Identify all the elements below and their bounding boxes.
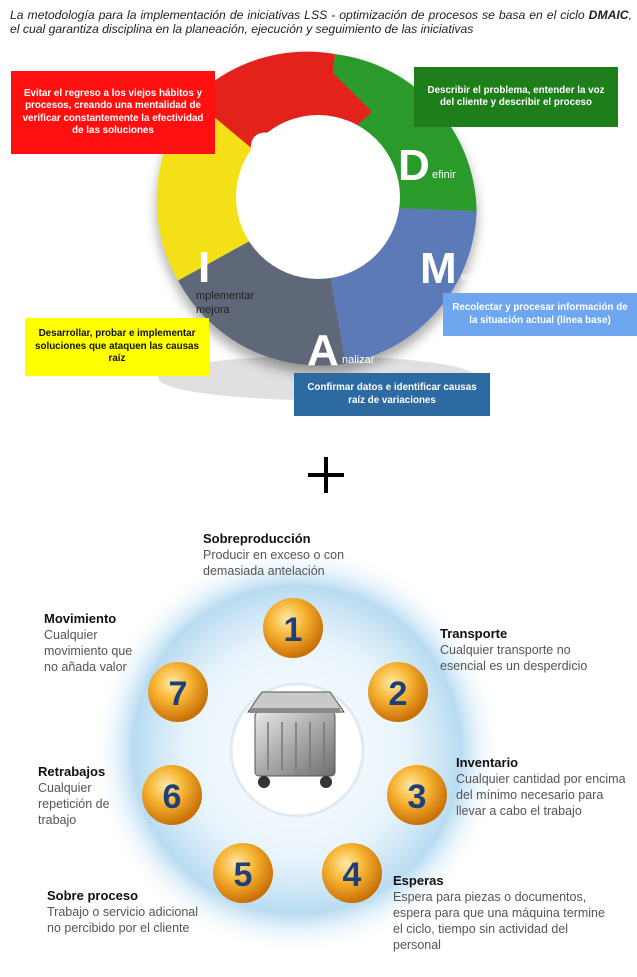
phase-letter-d: D [398, 141, 430, 190]
waste-sobreproduccion: Sobreproducción Producir en exceso o con… [203, 531, 393, 579]
ring-center [236, 115, 400, 279]
segment-analizar [178, 235, 346, 366]
phase-label-medir: edir [461, 271, 480, 283]
waste-description: Trabajo o servicio adicional no percibid… [47, 905, 199, 935]
svg-text:3: 3 [408, 778, 427, 816]
phase-label-definir: efinir [432, 169, 456, 181]
callout-medir: Recolectar y procesar información de la … [443, 293, 637, 336]
phase-label-controlar: ontrolar [280, 141, 318, 153]
waste-title: Inventario [456, 755, 519, 770]
waste-retrabajos: Retrabajos Cualquier repetición de traba… [38, 764, 138, 828]
phase-letter-i: I [198, 243, 210, 292]
svg-text:5: 5 [234, 856, 253, 894]
segment-definir [326, 54, 477, 212]
svg-text:7: 7 [169, 675, 188, 713]
phase-letter-a: A [307, 326, 339, 375]
waste-description: Cualquier cantidad por encima del mínimo… [456, 772, 626, 818]
callout-controlar: Evitar el regreso a los viejos hábitos y… [11, 71, 215, 154]
waste-title: Movimiento [44, 611, 117, 626]
svg-text:1: 1 [284, 611, 303, 649]
callout-implementar: Desarrollar, probar e implementar soluci… [25, 318, 209, 376]
intro-text-1: La metodología para la implementación de… [10, 8, 589, 22]
waste-transporte: Transporte Cualquier transporte no esenc… [440, 626, 600, 674]
waste-movimiento: Movimiento Cualquier movimiento que no a… [44, 611, 144, 675]
waste-title: Transporte [440, 626, 508, 641]
waste-ball-6: 6 [142, 765, 202, 825]
phase-label-analizar: nalizar [342, 354, 375, 366]
callout-definir: Describir el problema, entender la voz d… [414, 67, 618, 127]
waste-ball-3: 3 [387, 765, 447, 825]
waste-ball-5: 5 [213, 843, 273, 903]
waste-sobre-proceso: Sobre proceso Trabajo o servicio adicion… [47, 888, 207, 936]
phase-letter-c: C [249, 124, 281, 173]
waste-description: Cualquier movimiento que no añada valor [44, 628, 133, 674]
phase-letter-m: M [420, 244, 457, 293]
waste-title: Sobreproducción [203, 531, 311, 546]
phase-label-mejora: mejora [196, 304, 231, 316]
dumpster-icon [247, 691, 345, 788]
intro-text-2: , el cual garantiza disciplina en la pla… [10, 8, 632, 36]
waste-description: Espera para piezas o documentos, espera … [393, 890, 605, 952]
segment-medir [329, 207, 477, 364]
waste-inventario: Inventario Cualquier cantidad por encima… [456, 755, 636, 819]
svg-text:4: 4 [343, 856, 362, 894]
svg-text:6: 6 [163, 778, 182, 816]
waste-ball-1: 1 [263, 598, 323, 658]
waste-ball-4: 4 [322, 843, 382, 903]
phase-label-implementar: mplementar [196, 290, 254, 302]
waste-esperas: Esperas Espera para piezas o documentos,… [393, 873, 608, 953]
intro-paragraph: La metodología para la implementación de… [10, 8, 632, 36]
waste-description: Cualquier transporte no esencial es un d… [440, 643, 588, 673]
svg-text:2: 2 [389, 675, 408, 713]
dmaic-ring [156, 51, 477, 366]
waste-description: Producir en exceso o con demasiada antel… [203, 548, 345, 578]
waste-ball-7: 7 [148, 662, 208, 722]
intro-bold-dmaic: DMAIC [588, 8, 629, 22]
plus-icon [306, 455, 346, 495]
waste-title: Esperas [393, 873, 444, 888]
callout-analizar: Confirmar datos e identificar causas raí… [294, 373, 490, 416]
waste-description: Cualquier repetición de trabajo [38, 781, 110, 827]
waste-title: Retrabajos [38, 764, 106, 779]
waste-ball-2: 2 [368, 662, 428, 722]
waste-title: Sobre proceso [47, 888, 139, 903]
